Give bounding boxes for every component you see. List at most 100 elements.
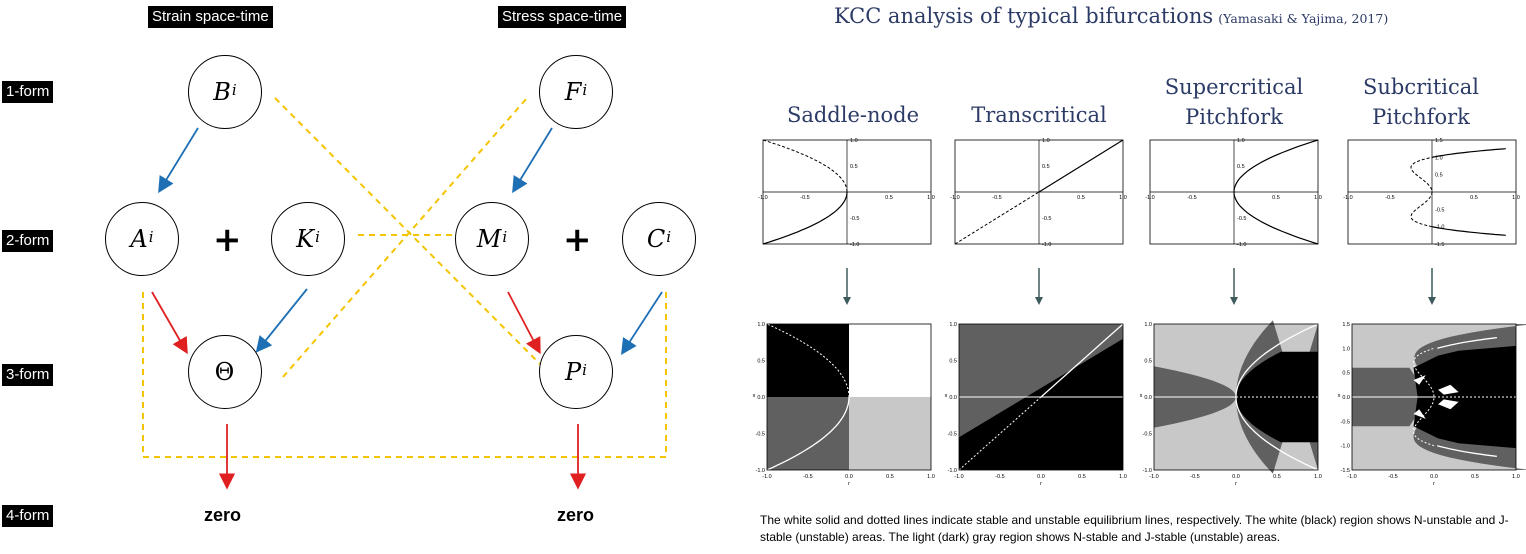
map-x-tick-label: 1.0 [927,474,935,480]
y-tick-label: -1.5 [1435,242,1444,248]
x-tick-label: -0.5 [1187,195,1196,201]
map-frame [1351,323,1517,471]
x-tick-label: 0.5 [885,195,893,201]
y-tick-label: -1.0 [1042,242,1051,248]
x-tick-label: 0.5 [1077,195,1085,201]
kcc-citation: (Yamasaki & Yajima, 2017) [1218,11,1389,26]
region-dark-gray [767,397,849,470]
y-tick-label: 1.0 [1237,138,1245,144]
map-x-tick-label: -1.0 [762,474,771,480]
map-frame [766,323,932,471]
map-x-axis-label: r [1235,481,1237,487]
map-x-tick-label: 0.0 [1232,474,1240,480]
stable-line-lower [1437,445,1497,458]
down-arrow-head-sub [1428,297,1436,305]
map-y-tick-label: 0.5 [757,359,765,365]
y-tick-label: 0.5 [1237,164,1245,170]
map-frame [958,323,1124,471]
down-arrow-head-super [1230,297,1238,305]
map-x-tick-label: 0.5 [1273,474,1281,480]
y-tick-label: 1.0 [1435,155,1443,161]
down-arrow-head-trans [1035,297,1043,305]
map-y-tick-label: 1.5 [1342,322,1350,328]
map-y-tick-label: 0.0 [1342,395,1350,401]
map-y-tick-label: 0.5 [1342,371,1350,377]
x-tick-label: 1.0 [927,195,935,201]
stable-branch [1038,139,1124,193]
down-arrow-head-saddle [843,297,851,305]
plus-sign-strain: + [213,220,242,260]
outer-stable-upper [1431,148,1506,158]
figure-caption: The white solid and dotted lines indicat… [760,513,1509,544]
map-y-tick-label: -1.0 [1143,468,1152,474]
x-tick-label: 1.0 [1314,195,1322,201]
region-white-right-lower [1438,399,1459,410]
y-tick-label: 1.5 [1435,138,1443,144]
x-tick-label: 0.5 [1272,195,1280,201]
unstable-branch [954,191,1040,245]
zero-stress: zero [557,505,595,525]
plus-sign-stress: + [563,220,592,260]
map-x-tick-label: -1.0 [954,474,963,480]
y-tick-label: -0.5 [850,216,859,222]
map-x-axis-label: r [848,481,850,487]
map-x-axis-label: r [1433,481,1435,487]
unstable-line [1412,347,1435,447]
arrow-k-to-theta [255,288,308,353]
map-y-tick-label: -1.0 [948,468,957,474]
stable-branch [762,191,848,245]
map-y-tick-label: -1.5 [1341,468,1350,474]
x-tick-label: -1.0 [950,195,959,201]
map-x-tick-label: -0.5 [995,474,1004,480]
map-x-tick-label: 0.5 [1471,474,1479,480]
arrow-c-to-p [621,291,663,356]
map-y-tick-label: 1.0 [949,322,957,328]
x-tick-label: -1.0 [1343,195,1352,201]
map-y-tick-label: 1.0 [1342,346,1350,352]
map-x-tick-label: 1.0 [1119,474,1127,480]
region-dark-gray [959,324,1123,438]
panel-title-transcritical: Transcritical [971,103,1107,127]
stable-line [766,396,850,471]
map-x-tick-label: -1.0 [1347,474,1356,480]
region-white [849,324,931,397]
y-tick-label: -0.5 [1042,216,1051,222]
dashed-yellow-links [142,97,667,458]
y-tick-label: 0.5 [1435,173,1443,179]
map-x-tick-label: -0.5 [1190,474,1199,480]
region-black [959,338,1123,470]
map-y-tick-label: -1.0 [1341,444,1350,450]
map-y-tick-label: -0.5 [948,432,957,438]
x-tick-label: -0.5 [800,195,809,201]
unstable-branch [762,139,848,193]
y-tick-label: 0.5 [1042,164,1050,170]
map-y-tick-label: 0.0 [1144,395,1152,401]
arrow-a-to-theta [151,291,188,355]
row-label-1-form: 1-form [2,81,54,103]
region-light-gray [849,397,931,470]
map-y-axis-label: x [1140,393,1143,399]
map-frame [1153,323,1319,471]
region-white-right-upper [1438,384,1459,395]
region-black [767,324,849,397]
y-tick-label: -1.0 [850,242,859,248]
row-label-3-form: 3-form [2,364,54,386]
unstable-line [766,323,850,398]
y-tick-label: 1.0 [850,138,858,144]
map-y-tick-label: 0.0 [949,395,957,401]
node-theta: Θ [188,335,262,409]
row-label-2-form: 2-form [2,230,54,252]
map-y-tick-label: 1.0 [1144,322,1152,328]
map-x-tick-label: -0.5 [803,474,812,480]
map-x-tick-label: -1.0 [1149,474,1158,480]
